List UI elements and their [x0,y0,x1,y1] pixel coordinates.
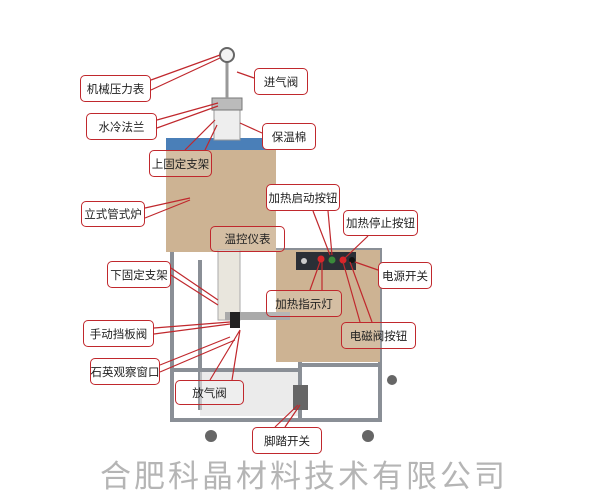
label-solenoid-button: 电磁阀按钮 [341,322,416,349]
control-panel [296,252,356,270]
label-vertical-tube-furnace: 立式管式炉 [81,201,145,227]
label-heat-stop-button: 加热停止按钮 [343,210,418,236]
label-upper-bracket: 上固定支架 [149,150,212,177]
foot-pedal [293,385,308,410]
label-vent-valve: 放气阀 [175,380,244,405]
side-pipe [225,312,290,320]
stop-button [339,256,347,264]
start-button [328,256,336,264]
label-lower-bracket: 下固定支架 [107,261,171,288]
furnace-body [166,148,276,252]
display-indicator [301,258,307,264]
label-pressure-gauge: 机械压力表 [80,75,151,102]
shelf [200,372,298,416]
gauge [219,47,235,63]
label-heat-start-button: 加热启动按钮 [266,184,340,211]
casters [205,375,397,442]
label-temp-controller: 温控仪表 [210,226,285,252]
label-insulation: 保温棉 [262,123,316,150]
watermark: 合肥科晶材料技术有限公司 [100,459,508,495]
label-water-cooled-flange: 水冷法兰 [86,113,157,140]
label-heat-indicator: 加热指示灯 [266,290,342,317]
power-knob [349,257,355,263]
label-inlet-valve: 进气阀 [254,68,308,95]
label-power-switch: 电源开关 [378,262,432,289]
label-manual-gate-valve: 手动挡板阀 [83,320,154,347]
label-foot-switch: 脚踏开关 [252,427,322,454]
lower-tube [217,249,241,321]
label-quartz-window: 石英观察窗口 [90,358,160,385]
indicator-light [317,255,325,263]
valve-handle [230,312,240,328]
leader-lines [144,54,379,428]
insulation-cap [213,109,241,141]
